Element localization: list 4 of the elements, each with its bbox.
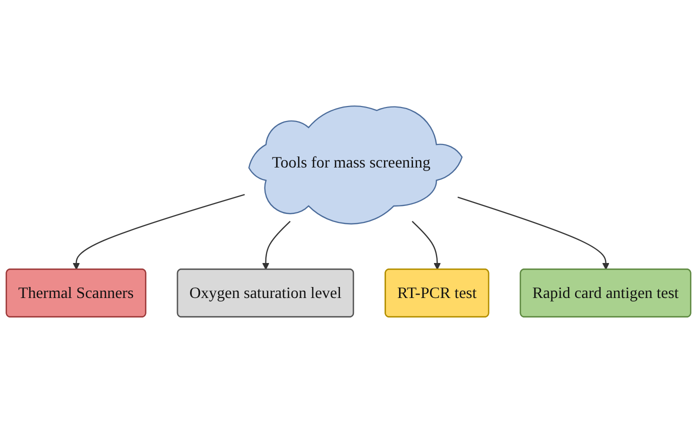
arrow [458, 196, 610, 270]
arrow [412, 220, 441, 270]
arrow [72, 194, 245, 270]
arrow [262, 220, 291, 270]
